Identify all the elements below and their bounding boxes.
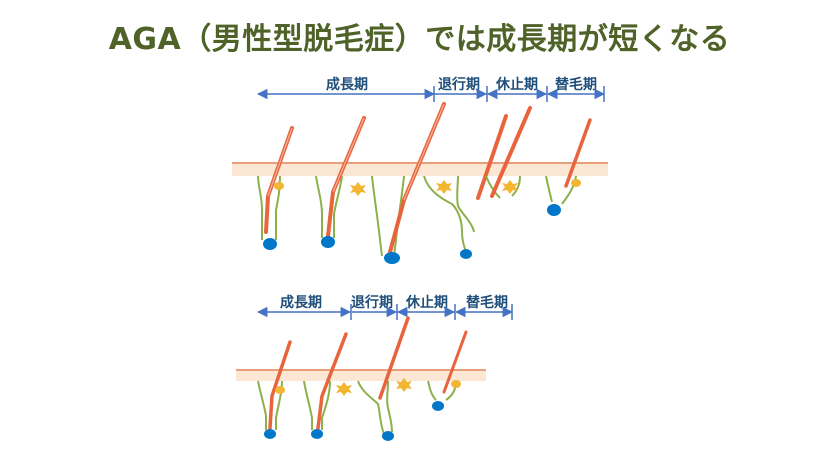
bottom-phase-label-catagen: 退行期 — [351, 295, 393, 311]
top-follicle-6-papilla — [547, 204, 561, 216]
top-phase-arrows — [256, 86, 606, 102]
top-follicle-6 — [545, 118, 592, 216]
top-phase-label-catagen: 退行期 — [438, 77, 480, 93]
bottom-follicle-3 — [357, 316, 412, 441]
top-follicle-1 — [257, 126, 294, 250]
top-follicle-5 — [485, 106, 532, 199]
top-follicle-3-papilla — [384, 252, 400, 264]
top-follicle-3 — [371, 102, 446, 264]
bottom-follicle-2-bulge — [336, 382, 352, 396]
bottom-follicle-4 — [427, 330, 468, 411]
top-follicle-1-bulge — [274, 182, 284, 190]
bottom-follicle-3-papilla — [382, 431, 394, 441]
bottom-follicle-4-bulge — [451, 380, 461, 388]
top-follicle-6-bulge — [571, 179, 581, 187]
bottom-follicle-1-bulge — [275, 386, 285, 394]
top-follicle-1-papilla — [263, 238, 277, 250]
bottom-skin-layer — [236, 369, 486, 381]
bottom-follicle-2 — [303, 332, 352, 439]
bottom-follicle-2-papilla — [311, 429, 323, 439]
bottom-follicle-1-papilla — [264, 429, 276, 439]
top-follicle-2 — [315, 116, 366, 248]
bottom-follicle-3-bulge — [396, 378, 412, 392]
page-title: AGA（男性型脱毛症）では成長期が短くなる — [108, 22, 731, 57]
top-follicle-2-bulge — [350, 182, 366, 196]
bottom-phase-arrows — [256, 304, 514, 320]
top-follicle-4-papilla — [460, 249, 472, 259]
top-follicle-4-bulge — [436, 180, 452, 194]
top-follicle-2-papilla — [321, 236, 335, 248]
top-follicle-4 — [423, 114, 508, 259]
bottom-follicle-4-papilla — [432, 401, 444, 411]
top-follicle-5-bulge — [502, 180, 518, 194]
bottom-follicle-1 — [257, 340, 292, 439]
